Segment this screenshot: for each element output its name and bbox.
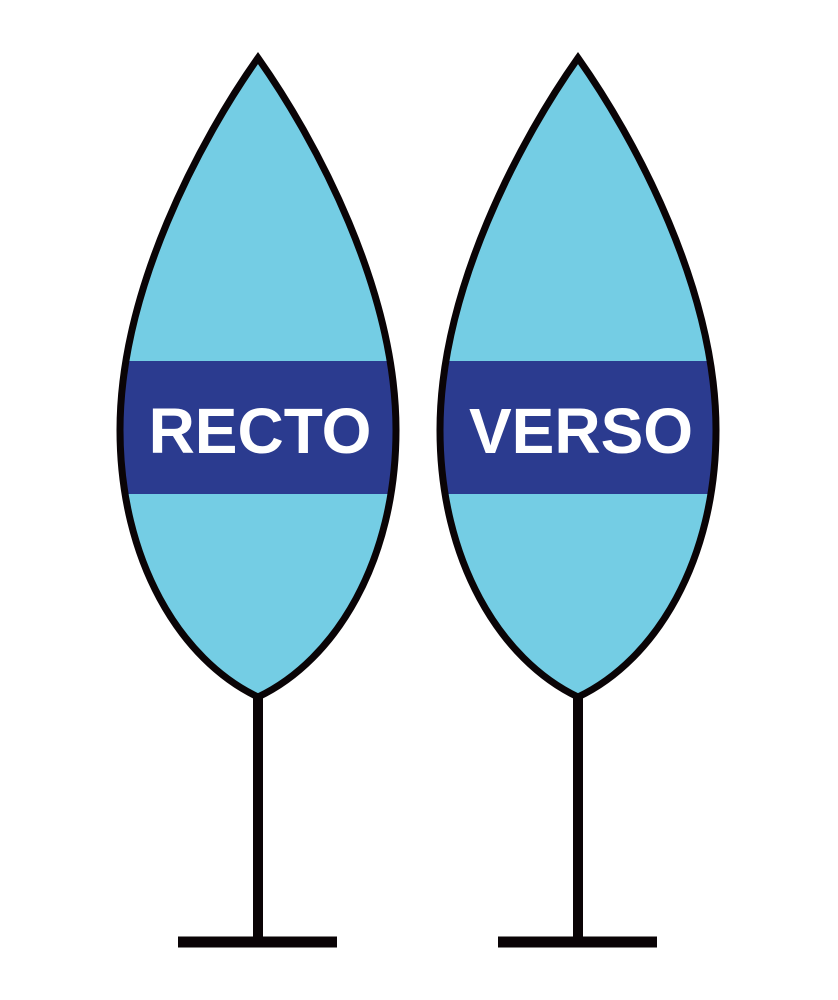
recto-label: RECTO: [149, 395, 372, 467]
verso-leaf-outline: [436, 51, 720, 701]
verso-label: VERSO: [469, 395, 693, 467]
verso-band: [440, 361, 716, 494]
verso-sign: VERSO: [436, 51, 720, 948]
recto-leaf-outline: [116, 51, 400, 701]
recto-band: [120, 361, 396, 494]
recto-sign: RECTO: [116, 51, 400, 948]
